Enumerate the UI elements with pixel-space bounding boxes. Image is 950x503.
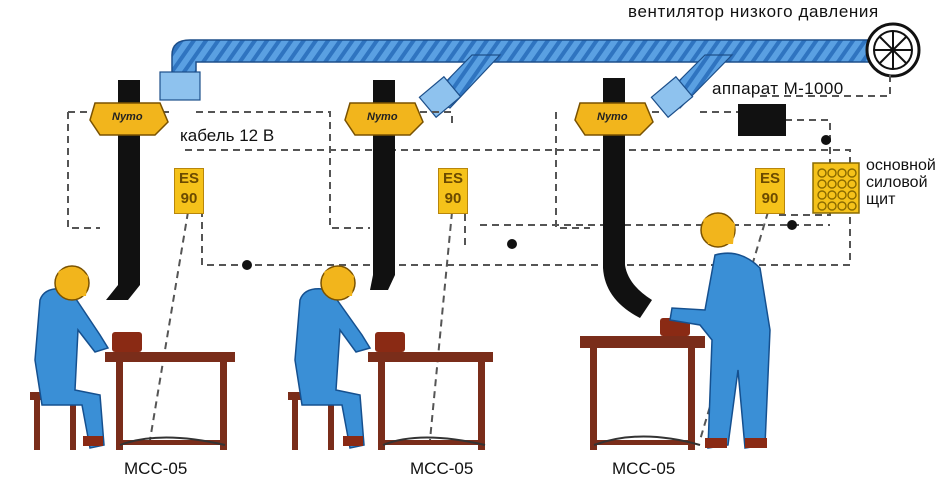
workpieces bbox=[112, 318, 690, 352]
table-2 bbox=[368, 352, 493, 450]
es90-unit-2: ES 90 bbox=[438, 168, 468, 214]
es90-unit-1-line1: ES bbox=[178, 170, 199, 187]
hood-brand-1: Nymo bbox=[112, 111, 143, 123]
hood-brand-3: Nymo bbox=[597, 111, 628, 123]
station-label-2: МСС-05 bbox=[410, 459, 474, 478]
table-1 bbox=[105, 352, 235, 450]
es90-unit-3-line2: 90 bbox=[761, 190, 779, 207]
apparatus-m1000 bbox=[738, 104, 786, 136]
extraction-arm-1: Nymo bbox=[89, 80, 169, 300]
es90-unit-2-line2: 90 bbox=[444, 190, 462, 207]
worker-1 bbox=[34, 265, 110, 449]
es90-unit-3-line1: ES bbox=[759, 170, 780, 187]
switch-nodes bbox=[242, 135, 831, 270]
worker-2 bbox=[294, 265, 372, 449]
station-label-1: МСС-05 bbox=[124, 459, 188, 478]
es90-unit-3: ES 90 bbox=[755, 168, 785, 214]
table-3 bbox=[580, 336, 705, 450]
station-label-3: МСС-05 bbox=[612, 459, 676, 478]
floor-cables bbox=[119, 435, 701, 446]
es90-unit-2-line1: ES bbox=[442, 170, 463, 187]
apparatus-label: аппарат М-1000 bbox=[712, 79, 844, 98]
es90-unit-1-line2: 90 bbox=[180, 190, 198, 207]
cable-label: кабель 12 В bbox=[180, 126, 275, 145]
extraction-arm-2: Nymo bbox=[344, 80, 424, 290]
power-board bbox=[812, 162, 860, 214]
fan-icon bbox=[865, 22, 921, 78]
main-duct bbox=[159, 39, 881, 119]
worker-3 bbox=[669, 212, 771, 449]
power-board-label: основной силовой щит bbox=[866, 157, 936, 208]
extraction-arm-3: Nymo bbox=[574, 78, 654, 318]
es90-unit-1: ES 90 bbox=[174, 168, 204, 214]
hood-brand-2: Nymo bbox=[367, 111, 398, 123]
fan-label: вентилятор низкого давления bbox=[628, 2, 879, 21]
